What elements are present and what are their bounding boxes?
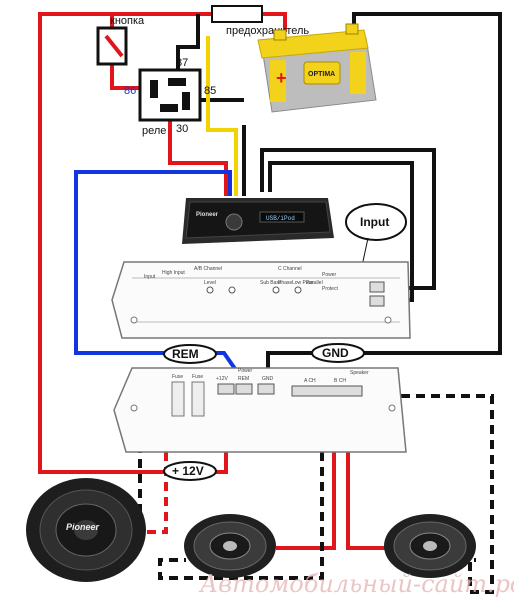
fuse-label: предохранитель xyxy=(226,25,309,37)
amplifier-bottom xyxy=(113,367,407,453)
subwoofer-brand: Pioneer xyxy=(66,522,100,532)
amp-power: Power xyxy=(322,272,337,278)
amp-ab-channel: A/B Channel xyxy=(194,266,222,272)
amp-parallel: Parallel xyxy=(306,280,323,286)
rem-label: REM xyxy=(172,347,199,361)
black-rca-wire-1 xyxy=(260,148,436,290)
amp-plus12v: +12V xyxy=(216,376,228,382)
watermark: Автомобильный-сайт.рф xyxy=(198,570,514,598)
amp-a-ch: A CH xyxy=(304,378,316,384)
amp-power-label: Power xyxy=(238,368,253,374)
pin-86-label: 86 xyxy=(124,85,136,97)
rem-tag xyxy=(163,344,217,364)
amp-input: Input xyxy=(144,274,156,280)
gnd-tag xyxy=(311,343,365,363)
amp-low-pass: Low Pass xyxy=(292,280,314,286)
battery-brand: OPTIMA xyxy=(308,71,335,78)
head-unit xyxy=(182,198,334,244)
red-relay-wire xyxy=(168,118,228,196)
pin-85-label: 85 xyxy=(204,85,216,97)
relay-label: реле xyxy=(142,125,166,137)
amp-fuse-2: Fuse xyxy=(192,374,203,380)
plus12v-label: + 12V xyxy=(172,464,204,478)
gnd-label: GND xyxy=(322,346,349,360)
amp-phase: Phase xyxy=(278,280,292,286)
black-ground-wire xyxy=(266,12,502,392)
pin-87-label: 87 xyxy=(176,57,188,69)
amp-high-input: High Input xyxy=(162,270,185,276)
subwoofer xyxy=(26,478,146,582)
battery xyxy=(257,23,377,113)
relay xyxy=(138,68,202,122)
amp-protect: Protect xyxy=(322,286,338,292)
speaker-wire-left-minus xyxy=(158,392,324,580)
amp-c-channel: C Channel xyxy=(278,266,302,272)
red-button-wire xyxy=(110,14,140,90)
amp-speaker: Speaker xyxy=(350,370,369,376)
amp-fuse-1: Fuse xyxy=(172,374,183,380)
input-label: Input xyxy=(360,215,389,229)
head-unit-brand: Pioneer xyxy=(196,212,219,218)
speaker-right xyxy=(384,514,476,578)
red-battery-wire xyxy=(262,12,287,32)
button-label: кнопка xyxy=(110,15,145,27)
yellow-acc-wire xyxy=(206,36,238,196)
amp-b-ch: B CH xyxy=(334,378,346,384)
battery-plus: + xyxy=(276,68,287,88)
amplifier-top xyxy=(111,261,411,339)
pin-30-label: 30 xyxy=(176,123,188,135)
amp-sub-bass: Sub Bass xyxy=(260,280,282,286)
button-switch xyxy=(96,26,128,66)
plus12v-tag xyxy=(163,461,217,481)
amp-level-1: Level xyxy=(204,280,216,286)
fuse xyxy=(211,5,263,23)
amp-rem: REM xyxy=(238,376,249,382)
speaker-left xyxy=(184,514,276,578)
amp-gnd: GND xyxy=(262,376,274,382)
head-unit-display: USB/iPod xyxy=(266,215,295,222)
